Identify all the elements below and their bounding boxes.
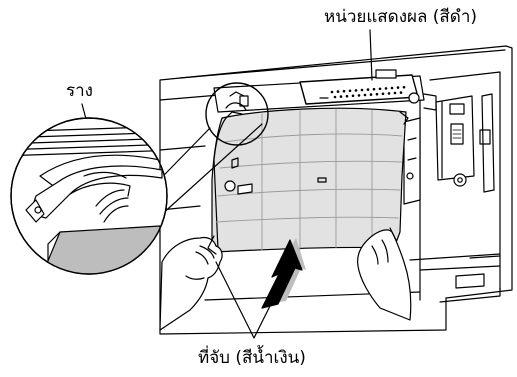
display-dots — [330, 85, 406, 99]
rail-label: ราง — [66, 81, 93, 101]
grip-left — [207, 235, 217, 255]
display-unit-label: หน่วยแสดงผล (สีดำ) — [324, 7, 478, 27]
side-bracket — [403, 93, 495, 205]
left-hand — [159, 236, 223, 331]
up-arrow-icon — [261, 238, 306, 309]
grip-leader — [215, 261, 293, 339]
grip-right — [389, 227, 397, 241]
display-leader — [369, 29, 373, 81]
rail-detail-callout — [10, 82, 269, 275]
grip-label: ที่จับ (สีน้ำเงิน) — [198, 348, 306, 368]
air-filter — [211, 107, 409, 253]
